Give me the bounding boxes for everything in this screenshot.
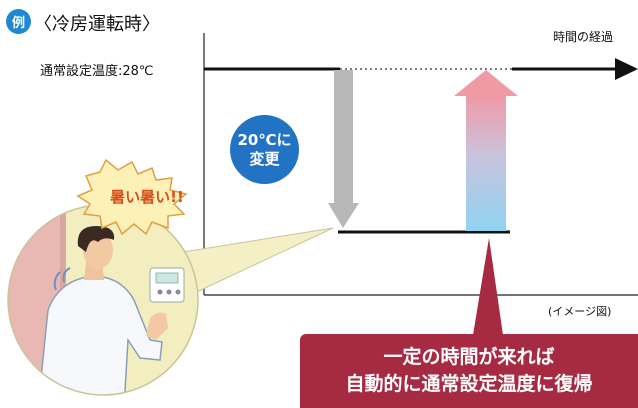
person-hair bbox=[77, 226, 115, 252]
remote-screen bbox=[155, 272, 179, 284]
remote-button bbox=[157, 289, 163, 295]
callout-line2: 自動的に通常設定温度に復帰 bbox=[345, 373, 593, 395]
callout-box: 一定の時間が来れば 自動的に通常設定温度に復帰 bbox=[300, 334, 638, 408]
sweat-marks bbox=[53, 267, 71, 291]
person-hand bbox=[146, 312, 168, 340]
up-arrow-head bbox=[454, 70, 518, 96]
time-arrow-head bbox=[615, 58, 638, 80]
title-badge: 例 bbox=[6, 9, 31, 34]
remote-button bbox=[175, 289, 181, 295]
image-note: (イメージ図) bbox=[548, 305, 612, 318]
temp-change-line2: 変更 bbox=[249, 149, 280, 168]
callout-line1: 一定の時間が来れば bbox=[383, 346, 555, 368]
down-arrow-head bbox=[328, 203, 359, 228]
down-arrow-shaft bbox=[334, 70, 353, 204]
speech-bubble bbox=[76, 158, 188, 236]
callout-pointer bbox=[473, 238, 503, 335]
temp-change-line1: 20℃に bbox=[237, 130, 292, 149]
page-title: 〈冷房運転時〉 bbox=[34, 14, 160, 35]
speech-wedge bbox=[176, 227, 334, 298]
up-arrow-shaft bbox=[466, 95, 506, 231]
person-speech-text: 暑い暑い!! bbox=[110, 188, 184, 206]
person-body bbox=[37, 275, 163, 395]
time-axis-label: 時間の経過 bbox=[553, 30, 614, 44]
remote-button bbox=[166, 289, 172, 295]
normal-temp-label: 通常設定温度:28℃ bbox=[40, 64, 154, 79]
temp-change-bubble: 20℃に 変更 bbox=[230, 115, 299, 184]
